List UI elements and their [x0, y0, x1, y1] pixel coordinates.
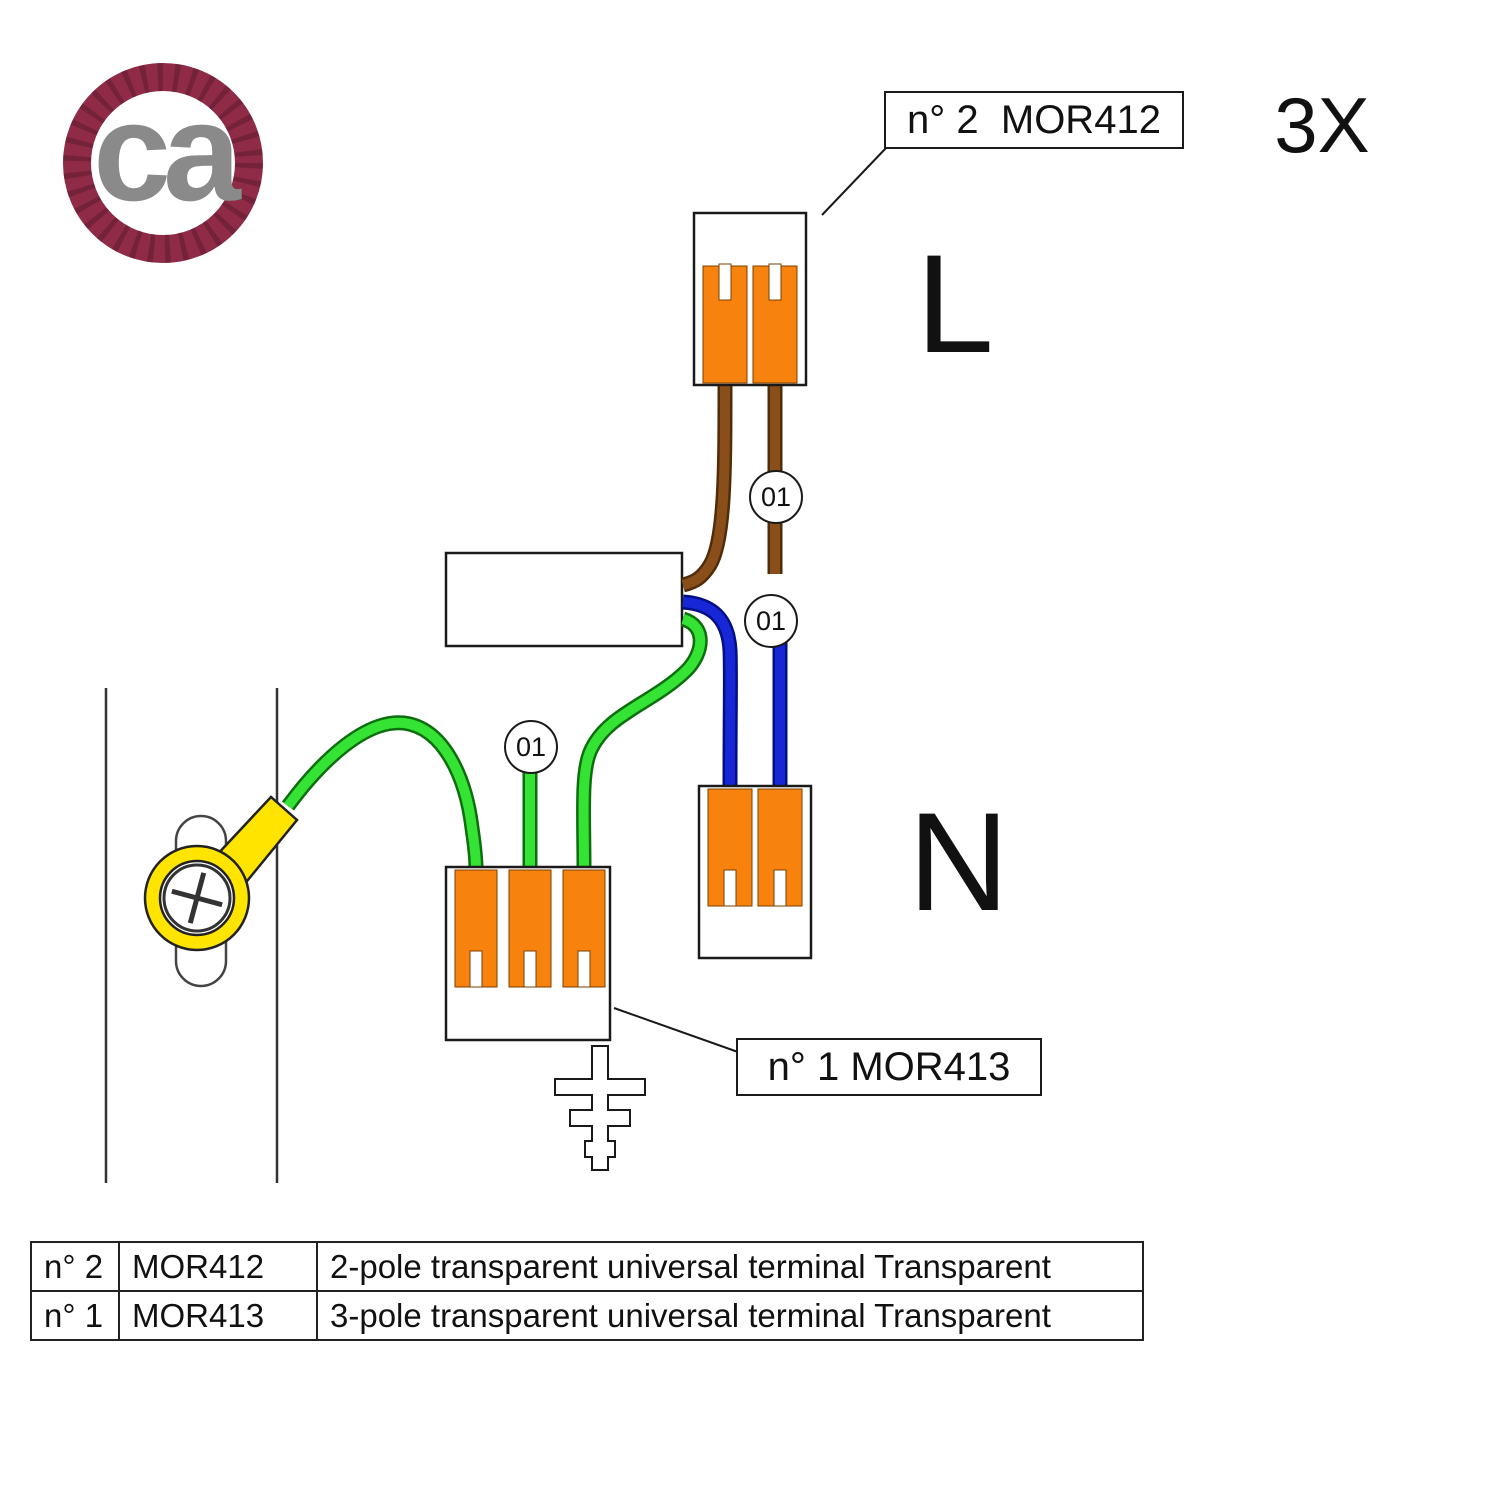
table-row-mor412: n° 2 MOR412 2-pole transparent universal… [30, 1241, 1144, 1292]
table-row-mor413: n° 1 MOR413 3-pole transparent universal… [30, 1290, 1144, 1341]
wire-brown-left [681, 383, 733, 593]
svg-text:01: 01 [761, 482, 791, 512]
earth-ring-terminal [143, 795, 299, 988]
brand-logo: ca [63, 63, 263, 263]
cable-entry-box [444, 551, 684, 648]
callout-mor412: n° 2 MOR412 [884, 91, 1184, 149]
cell-code: MOR412 [118, 1241, 318, 1292]
screw-icon [162, 863, 232, 933]
leader-line-mor413 [613, 1007, 739, 1053]
svg-text:01: 01 [516, 732, 546, 762]
cell-code: MOR413 [118, 1290, 318, 1341]
wire-green-from-box [576, 611, 708, 870]
leader-line-mor412 [821, 147, 887, 216]
cell-qty: n° 2 [30, 1241, 120, 1292]
phase-letter: L [916, 225, 994, 382]
terminal-earth-3pole [444, 865, 612, 1042]
wire-blue-left [682, 594, 738, 789]
terminal-phase-2pole [692, 211, 808, 387]
cable-mark-blue: 01 [744, 594, 798, 648]
cell-description: 3-pole transparent universal terminal Tr… [316, 1290, 1144, 1341]
earth-symbol-icon [554, 1045, 646, 1171]
terminal-neutral-2pole [697, 784, 813, 960]
wall-lines [104, 688, 279, 1183]
cell-qty: n° 1 [30, 1290, 120, 1341]
logo-rope-texture [63, 63, 263, 263]
wire-green-from-ring [281, 715, 484, 870]
callout-mor413: n° 1 MOR413 [736, 1038, 1042, 1096]
cell-description: 2-pole transparent universal terminal Tr… [316, 1241, 1144, 1292]
logo-text: ca [93, 73, 242, 230]
parts-table: n° 2 MOR412 2-pole transparent universal… [30, 1241, 1144, 1341]
quantity-label: 3X [1274, 81, 1369, 169]
cable-mark-brown: 01 [749, 470, 803, 524]
svg-text:01: 01 [756, 606, 786, 636]
cable-mark-green: 01 [504, 720, 558, 774]
neutral-letter: N [908, 783, 1009, 940]
